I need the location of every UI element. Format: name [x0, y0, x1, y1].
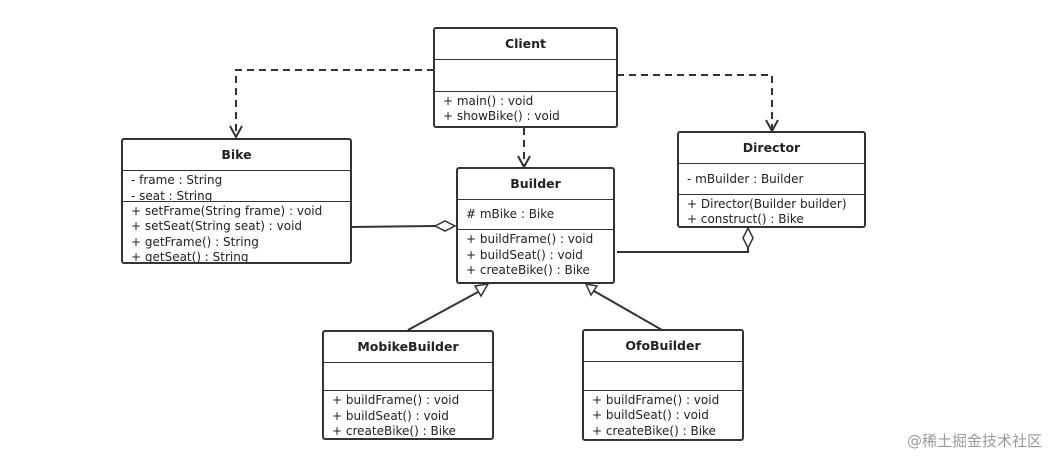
aggregation-bike-builder: [350, 225, 436, 228]
class-bike[interactable]: Bike - frame : String - seat : String + …: [121, 138, 352, 264]
class-director-attributes: - mBuilder : Builder: [679, 164, 864, 195]
generalization-mobikebuilder-builder: [407, 291, 479, 331]
class-bike-name: Bike: [123, 140, 350, 171]
operation-main: + main() : void: [443, 93, 534, 108]
operation-buildseat: + buildSeat() : void: [332, 408, 449, 423]
aggregation-builder-director: [617, 248, 749, 253]
dependency-client-bike-arrowhead: [229, 125, 243, 140]
operation-buildframe: + buildFrame() : void: [332, 393, 460, 408]
class-ofobuilder-name: OfoBuilder: [584, 331, 742, 362]
attribute-mbike: # mBike : Bike: [466, 207, 555, 221]
operation-showbike: + showBike() : void: [443, 109, 560, 124]
operation-getframe: + getFrame() : String: [131, 234, 259, 249]
operation-createbike: + createBike() : Bike: [592, 423, 716, 438]
generalization-triangle-ofo: [584, 283, 599, 297]
operation-createbike: + createBike() : Bike: [466, 263, 590, 277]
operation-createbike: + createBike() : Bike: [332, 424, 456, 438]
class-builder-name: Builder: [458, 169, 613, 200]
dependency-client-bike: [235, 69, 434, 136]
class-ofobuilder-operations: + buildFrame() : void + buildSeat() : vo…: [584, 391, 742, 439]
class-ofobuilder-attributes: [584, 362, 742, 391]
operation-getseat: + getSeat() : String: [131, 250, 249, 262]
operation-buildframe: + buildFrame() : void: [592, 392, 720, 407]
operation-buildframe: + buildFrame() : void: [466, 232, 594, 246]
aggregation-diamond-builder: [433, 220, 457, 232]
class-mobikebuilder-name: MobikeBuilder: [324, 332, 492, 363]
class-ofobuilder[interactable]: OfoBuilder + buildFrame() : void + build…: [582, 329, 744, 441]
class-client-name: Client: [435, 29, 616, 60]
class-director-name: Director: [679, 133, 864, 164]
attribute-frame: - frame : String: [131, 173, 223, 187]
dependency-client-director: [617, 74, 773, 130]
class-director-operations: + Director(Builder builder) + construct(…: [679, 195, 864, 226]
watermark: @稀土掘金技术社区: [906, 432, 1042, 450]
operation-construct: + construct() : Bike: [687, 212, 804, 226]
class-mobikebuilder-operations: + buildFrame() : void + buildSeat() : vo…: [324, 391, 492, 438]
operation-buildseat: + buildSeat() : void: [592, 408, 709, 423]
class-director[interactable]: Director - mBuilder : Builder + Director…: [677, 131, 866, 228]
class-client-attributes: [435, 60, 616, 92]
operation-setseat: + setSeat(String seat) : void: [131, 219, 303, 234]
class-mobikebuilder-attributes: [324, 363, 492, 392]
aggregation-diamond-director: [742, 226, 754, 250]
class-client-operations: + main() : void + showBike() : void: [435, 92, 616, 126]
attribute-seat: - seat : String: [131, 188, 213, 202]
generalization-ofobuilder-builder: [593, 290, 663, 331]
operation-setframe: + setFrame(String frame) : void: [131, 203, 323, 218]
operation-buildseat: + buildSeat() : void: [466, 247, 583, 262]
class-builder[interactable]: Builder # mBike : Bike + buildFrame() : …: [456, 167, 615, 284]
class-bike-operations: + setFrame(String frame) : void + setSea…: [123, 202, 350, 262]
class-client[interactable]: Client + main() : void + showBike() : vo…: [433, 27, 618, 128]
generalization-triangle-mobike: [473, 283, 490, 298]
class-builder-operations: + buildFrame() : void + buildSeat() : vo…: [458, 230, 613, 281]
class-bike-attributes: - frame : String - seat : String: [123, 171, 350, 202]
class-mobikebuilder[interactable]: MobikeBuilder + buildFrame() : void + bu…: [322, 330, 494, 440]
class-builder-attributes: # mBike : Bike: [458, 200, 613, 230]
attribute-mbuilder: - mBuilder : Builder: [687, 172, 804, 186]
operation-director-constructor: + Director(Builder builder): [687, 196, 847, 211]
